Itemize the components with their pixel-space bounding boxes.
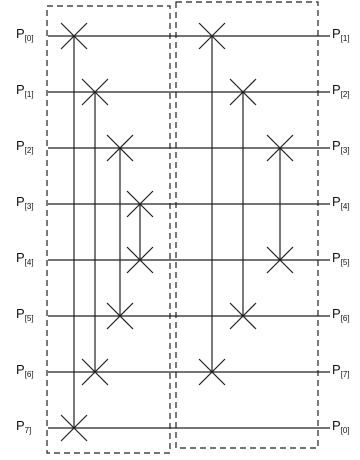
label-base: P xyxy=(16,26,25,41)
label-subscript: [6] xyxy=(24,370,34,379)
right-port-label: P[0] xyxy=(332,418,350,436)
label-subscript: [4] xyxy=(340,202,350,211)
switch-cross xyxy=(81,78,109,106)
label-base: P xyxy=(332,250,341,265)
switch-cross xyxy=(60,22,88,50)
label-subscript: [6] xyxy=(340,314,350,323)
label-base: P xyxy=(16,194,25,209)
switch-cross xyxy=(266,246,294,274)
label-subscript: [4] xyxy=(24,258,34,267)
stage-box xyxy=(46,5,171,454)
right-port-label: P[2] xyxy=(332,82,350,100)
label-base: P xyxy=(16,250,25,265)
label-subscript: [1] xyxy=(340,34,350,43)
switch-cross xyxy=(229,302,257,330)
switch-cross xyxy=(198,22,226,50)
left-port-label: P[0] xyxy=(16,26,34,44)
right-port-label: P[7] xyxy=(332,362,350,380)
label-base: P xyxy=(16,418,25,433)
label-subscript: [1] xyxy=(24,90,34,99)
label-subscript: [2] xyxy=(24,146,34,155)
label-base: P xyxy=(332,194,341,209)
right-port-label: P[6] xyxy=(332,306,350,324)
left-port-label: P[1] xyxy=(16,82,34,100)
label-subscript: 7] xyxy=(24,426,32,435)
switch-cross xyxy=(81,358,109,386)
right-port-label: P[4] xyxy=(332,194,350,212)
label-subscript: [5] xyxy=(24,314,34,323)
label-base: P xyxy=(332,418,341,433)
switch-cross xyxy=(198,358,226,386)
label-base: P xyxy=(332,362,341,377)
left-port-label: P[2] xyxy=(16,138,34,156)
left-port-label: P7] xyxy=(16,418,32,436)
label-subscript: [0] xyxy=(24,34,34,43)
right-port-label: P[3] xyxy=(332,138,350,156)
label-base: P xyxy=(332,138,341,153)
left-port-label: P[4] xyxy=(16,250,34,268)
label-subscript: [3] xyxy=(340,146,350,155)
label-base: P xyxy=(16,362,25,377)
label-subscript: [7] xyxy=(340,370,350,379)
label-base: P xyxy=(16,82,25,97)
switch-cross xyxy=(106,302,134,330)
switch-cross xyxy=(60,414,88,442)
label-base: P xyxy=(332,82,341,97)
label-base: P xyxy=(332,306,341,321)
label-base: P xyxy=(16,138,25,153)
switch-cross xyxy=(126,246,154,274)
label-subscript: [5] xyxy=(340,258,350,267)
label-base: P xyxy=(332,26,341,41)
switch-cross xyxy=(106,134,134,162)
right-port-label: P[5] xyxy=(332,250,350,268)
label-subscript: [0] xyxy=(340,426,350,435)
label-base: P xyxy=(16,306,25,321)
left-port-label: P[5] xyxy=(16,306,34,324)
switch-cross xyxy=(126,190,154,218)
left-port-label: P[3] xyxy=(16,194,34,212)
switch-cross xyxy=(266,134,294,162)
switch-cross xyxy=(229,78,257,106)
label-subscript: [2] xyxy=(340,90,350,99)
label-subscript: [3] xyxy=(24,202,34,211)
left-port-label: P[6] xyxy=(16,362,34,380)
stage-box xyxy=(175,1,319,449)
right-port-label: P[1] xyxy=(332,26,350,44)
